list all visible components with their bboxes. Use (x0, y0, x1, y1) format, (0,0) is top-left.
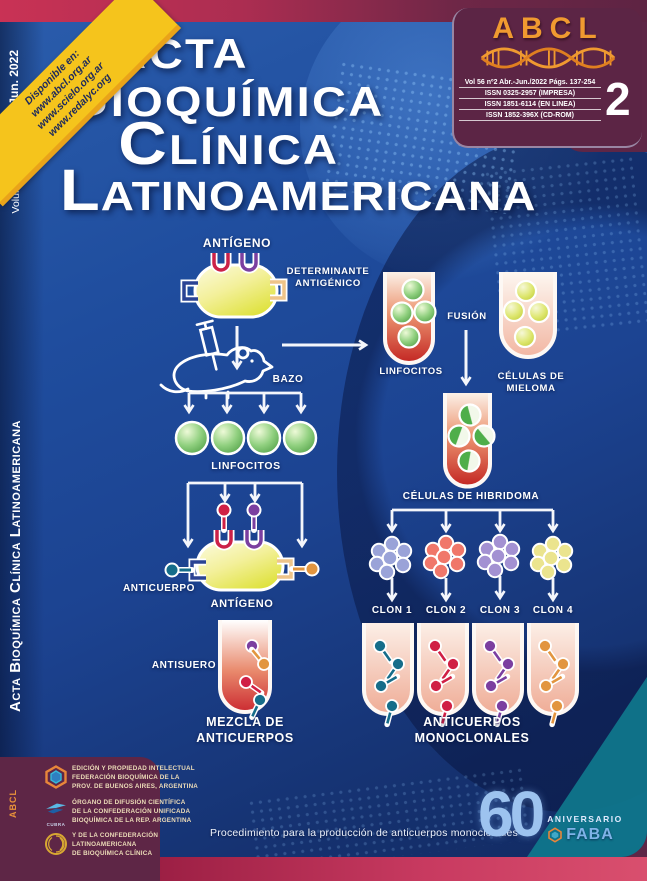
title-line: Latinoamericana (60, 158, 537, 223)
issn-online: ISSN 1851-6114 (EN LINEA) (459, 99, 601, 110)
label-monoclonal-antibodies: ANTICUERPOS MONOCLONALES (414, 715, 530, 745)
faba-logo: FABA (566, 826, 614, 843)
anniversary-block: 60 ANIVERSARIO FABA (478, 778, 623, 850)
issue-number: 2 (605, 73, 631, 125)
label-fusion: FUSIÓN (447, 311, 487, 322)
label-antigen-top: ANTÍGENO (202, 236, 272, 250)
label-clone-1: CLON 1 (371, 605, 413, 616)
label-antiserum: ANTISUERO (151, 660, 217, 671)
volume-line: Vol 56 nº2 Abr.-Jun./2022 Págs. 137-254 (459, 77, 601, 88)
label-antigenic-determinant: DETERMINANTE ANTIGÉNICO (286, 266, 370, 289)
abcl-logo: ABCL (492, 12, 604, 45)
label-antibody-mixture: MEZCLA DE ANTICUERPOS (196, 715, 294, 745)
label-hybridoma-cells: CÉLULAS DE HIBRIDOMA (402, 491, 540, 502)
cubra-icon (46, 803, 66, 814)
label-clone-2: CLON 2 (425, 605, 467, 616)
spine-journal-name: Acta Bioquímica Clínica Latinoamericana (7, 420, 24, 713)
label-lymphocytes-left: LINFOCITOS (211, 460, 281, 472)
label-clone-4: CLON 4 (532, 605, 574, 616)
abcl-issue-box: ABCL Vol 56 nº2 Abr.-Jun./2022 Págs. 137… (452, 8, 642, 148)
faba-hexagon-icon (548, 827, 562, 843)
label-myeloma-cells: CÉLULAS DE MIELOMA (497, 371, 565, 394)
dna-helix-icon (480, 47, 616, 69)
label-spleen: BAZO (272, 374, 304, 385)
fba-hexagon-icon (45, 765, 67, 789)
publisher-block: ABCL EDICIÓN Y PROPIEDAD INTELECTUAL FED… (0, 757, 198, 881)
clabc-sun-icon (45, 833, 67, 855)
issn-print: ISSN 0325-2957 (IMPRESA) (459, 88, 601, 99)
bottom-strip (158, 857, 647, 881)
cover-caption: Procedimiento para la producción de anti… (210, 827, 518, 839)
publisher-org: EDICIÓN Y PROPIEDAD INTELECTUAL FEDERACI… (44, 765, 198, 794)
issue-info: Vol 56 nº2 Abr.-Jun./2022 Págs. 137-254 … (459, 76, 637, 122)
title-line: Clínica (118, 110, 340, 177)
publisher-org: CUBRA ÓRGANO DE DIFUSIÓN CIENTÍFICA DE L… (44, 799, 191, 827)
label-antibody: ANTICUERPO (122, 583, 196, 594)
label-lymphocytes-right: LINFOCITOS (379, 366, 443, 377)
label-antigen-bottom: ANTÍGENO (210, 598, 274, 610)
issn-cdrom: ISSN 1852-396X (CD-ROM) (459, 110, 601, 121)
anniversary-label: ANIVERSARIO (547, 814, 623, 824)
publisher-org: Y DE LA CONFEDERACIÓN LATINOAMERICANA DE… (44, 832, 158, 861)
anniversary-number: 60 (478, 778, 545, 850)
label-clone-3: CLON 3 (479, 605, 521, 616)
abcl-mini-logo: ABCL (8, 789, 18, 818)
